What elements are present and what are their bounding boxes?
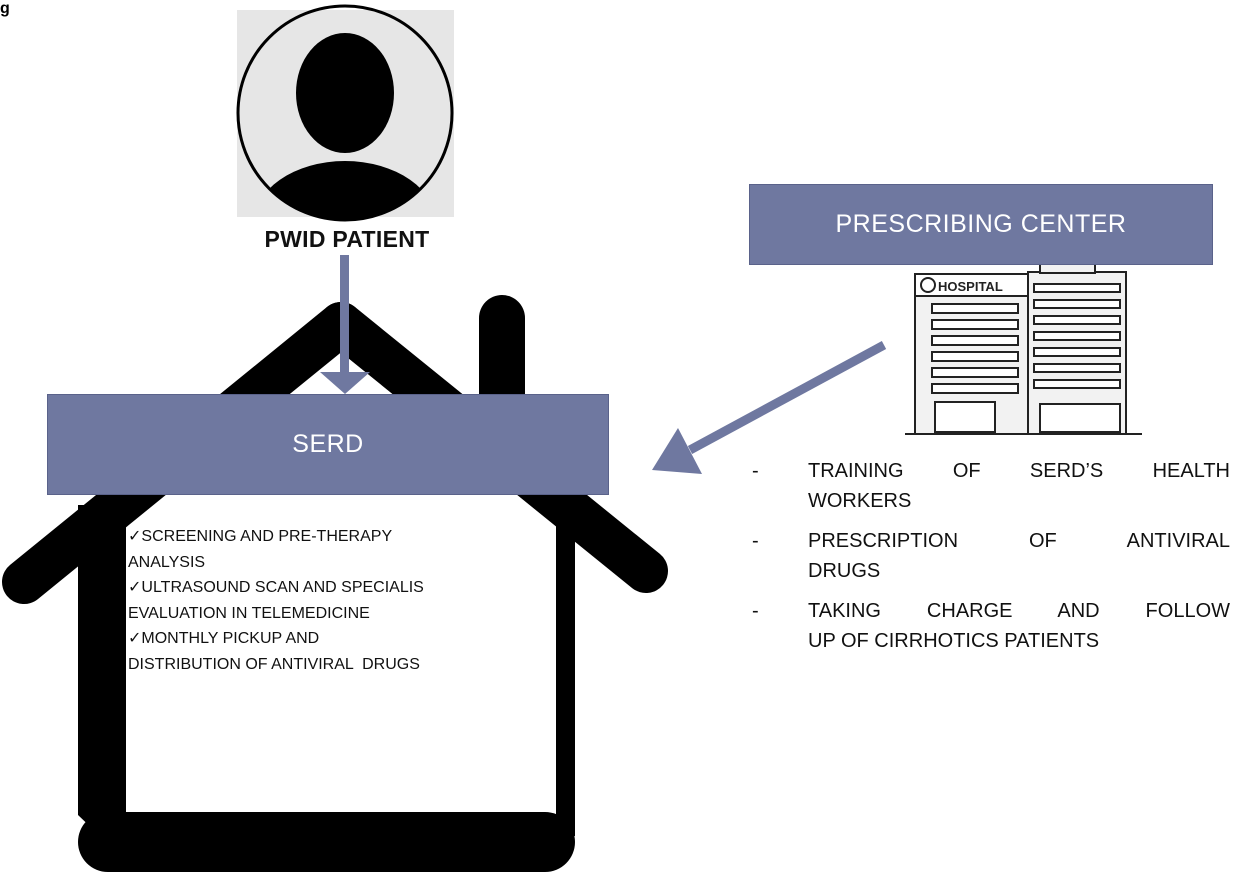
task-dash: - [752,600,759,622]
center-task-2-line2: DRUGS [808,560,881,582]
serd-box: SERD [47,394,609,495]
hospital-sign-board [914,273,1029,297]
house-interior [126,505,556,841]
patient-label: PWID PATIENT [264,226,430,252]
hospital-sign: HOSPITAL [938,279,1003,294]
serd-activity-2-line1: ✓ULTRASOUND SCAN AND SPECIALIS [128,579,424,596]
center-task-1-line2: WORKERS [808,490,912,512]
center-task-3-line2: UP OF CIRRHOTICS PATIENTS [808,630,1100,652]
avatar-head [296,33,394,153]
serd-activity-1-line1: ✓SCREENING AND PRE-THERAPY [128,528,393,545]
serd-activity-1-line2: ANALYSIS [128,553,206,571]
hospital-building-icon: HOSPITAL [905,262,1142,435]
house-icon [2,295,668,872]
serd-activity-2-line2: EVALUATION IN TELEMEDICINE [128,604,370,622]
center-task-2: - PRESCRIPTION OF ANTIVIRAL DRUGS [752,526,1230,586]
avatar-ring [236,4,454,222]
avatar-body [253,161,437,219]
serd-label: SERD [292,430,364,458]
hospital-entrance [934,401,996,433]
center-task-3: - TAKING CHARGE AND FOLLOW UP OF CIRRHOT… [752,596,1230,656]
task-dash: - [752,530,759,552]
hospital-windows-left [931,303,1019,394]
chimney [479,295,525,425]
hospital-windows-right [1033,283,1121,389]
prescribing-center-box: PRESCRIBING CENTER [749,184,1213,265]
center-to-serd-arrow [652,341,887,474]
house-floor [78,812,575,872]
prescribing-center-label: PRESCRIBING CENTER [835,210,1127,238]
center-task-1: - TRAINING OF SERD’S HEALTH WORKERS [752,456,1230,516]
figure-corner-label: g [0,0,10,17]
center-task-2-line1: PRESCRIPTION OF ANTIVIRAL [808,530,1230,552]
serd-activity-3-line2: DISTRIBUTION OF ANTIVIRAL DRUGS [128,655,420,673]
prescribing-center-tasks: - TRAINING OF SERD’S HEALTH WORKERS - PR… [752,456,1230,666]
serd-activity-3-line1: ✓MONTHLY PICKUP AND [128,630,320,647]
person-avatar-icon [236,4,454,222]
center-task-1-line1: TRAINING OF SERD’S HEALTH [808,460,1230,482]
task-dash: - [752,460,759,482]
center-task-3-line1: TAKING CHARGE AND FOLLOW [808,600,1230,622]
serd-activities-list: ✓SCREENING AND PRE-THERAPY ANALYSIS ✓ULT… [128,524,556,677]
patient-to-serd-arrow [320,255,370,394]
